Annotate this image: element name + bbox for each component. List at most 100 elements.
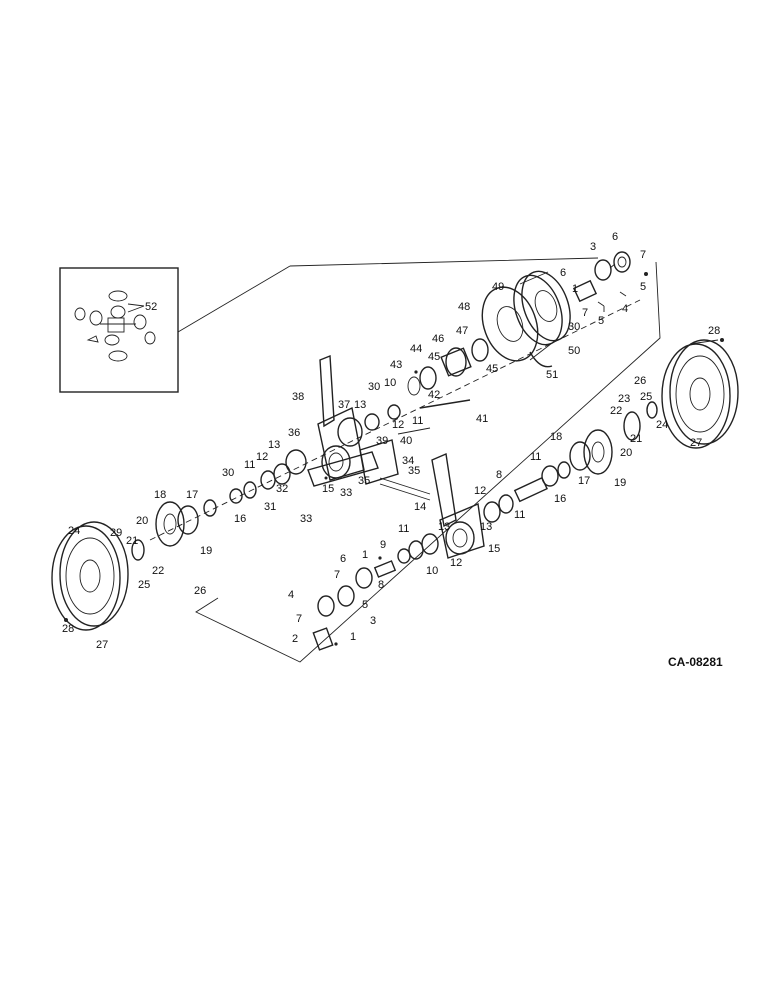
callout-label: 35 <box>358 475 370 487</box>
drive-pulley <box>481 270 571 368</box>
inset-cross-joint <box>74 290 156 362</box>
callout-label: 31 <box>264 501 276 513</box>
right-wheel <box>661 338 739 449</box>
callout-label: 32 <box>276 483 288 495</box>
callout-label: 49 <box>492 281 504 293</box>
right-support-arm <box>431 452 485 559</box>
callout-label: 43 <box>390 359 402 371</box>
callout-label: 16 <box>554 493 566 505</box>
callout-label: 7 <box>582 307 588 319</box>
callout-label: 16 <box>234 513 246 525</box>
center-bracket <box>359 439 431 501</box>
callout-label: 27 <box>690 437 702 449</box>
figure-code: CA-08281 <box>668 655 723 669</box>
callout-label: 47 <box>456 325 468 337</box>
callout-label: 46 <box>432 333 444 345</box>
callout-label: 18 <box>154 489 166 501</box>
callout-label: 27 <box>96 639 108 651</box>
inset-detail-box: 52 <box>59 267 179 393</box>
callout-label: 13 <box>268 439 280 451</box>
callout-label: 19 <box>200 545 212 557</box>
callout-label: 38 <box>292 391 304 403</box>
callout-label: 13 <box>480 521 492 533</box>
callout-label: 30 <box>368 381 380 393</box>
callout-label: 30 <box>568 321 580 333</box>
callout-label: 45 <box>428 351 440 363</box>
callout-label: 6 <box>612 231 618 243</box>
callout-label: 18 <box>550 431 562 443</box>
callout-label: 5 <box>362 599 368 611</box>
callout-label: 41 <box>476 413 488 425</box>
callout-label: 17 <box>186 489 198 501</box>
callout-label: 19 <box>614 477 626 489</box>
right-axle-bearings <box>373 461 571 578</box>
callout-label: 33 <box>300 513 312 525</box>
callout-label: 22 <box>610 405 622 417</box>
callout-label: 11 <box>412 415 423 427</box>
callout-label: 22 <box>152 565 164 577</box>
callout-label: 14 <box>414 501 426 513</box>
callout-label: 26 <box>634 375 646 387</box>
callout-label: 25 <box>138 579 150 591</box>
callout-label: 10 <box>426 565 438 577</box>
callout-label: 6 <box>560 267 566 279</box>
callout-label: 20 <box>620 447 632 459</box>
callout-label: 26 <box>194 585 206 597</box>
callout-label: 34 <box>402 455 414 467</box>
callout-labels: 1 6 3 7 6 5 4 7 5 30 49 48 50 51 47 46 4… <box>62 231 720 651</box>
left-hub <box>131 499 217 561</box>
callout-label: 39 <box>376 435 388 447</box>
callout-label: 1 <box>362 549 368 561</box>
callout-label: 11 <box>514 509 525 521</box>
callout-label: 36 <box>288 427 300 439</box>
callout-label: 44 <box>410 343 422 355</box>
callout-label: 12 <box>392 419 404 431</box>
cross-shaft <box>419 399 471 409</box>
callout-label: 5 <box>640 281 646 293</box>
callout-label: 51 <box>546 369 558 381</box>
callout-label: 11 <box>530 451 541 463</box>
callout-label: 12 <box>256 451 268 463</box>
callout-label: 21 <box>630 433 642 445</box>
callout-label: 12 <box>450 557 462 569</box>
callout-label: 25 <box>640 391 652 403</box>
callout-label: 11 <box>244 459 255 471</box>
callout-label: 30 <box>222 467 234 479</box>
callout-label: 28 <box>62 623 74 635</box>
callout-label: 9 <box>380 539 386 551</box>
callout-label: 11 <box>398 523 409 535</box>
callout-label: 40 <box>400 435 412 447</box>
callout-label: 7 <box>296 613 302 625</box>
callout-label: 28 <box>708 325 720 337</box>
callout-label: 17 <box>578 475 590 487</box>
callout-label: 24 <box>656 419 668 431</box>
callout-label: 8 <box>378 579 384 591</box>
callout-label: 12 <box>474 485 486 497</box>
callout-label: 3 <box>370 615 376 627</box>
callout-label: 3 <box>590 241 596 253</box>
inset-leader-top <box>177 265 291 333</box>
callout-label: 20 <box>136 515 148 527</box>
center-hub <box>407 338 489 396</box>
callout-label: 29 <box>110 527 122 539</box>
inset-callout: 52 <box>145 301 157 313</box>
callout-label: 6 <box>340 553 346 565</box>
callout-label: 2 <box>292 633 298 645</box>
callout-label: 4 <box>622 303 628 315</box>
callout-label: 7 <box>334 569 340 581</box>
callout-label: 7 <box>640 249 646 261</box>
callout-label: 45 <box>486 363 498 375</box>
callout-label: 48 <box>458 301 470 313</box>
left-wheel <box>51 521 129 631</box>
callout-label: 4 <box>288 589 294 601</box>
callout-label: 37 <box>338 399 350 411</box>
callout-label: 24 <box>68 525 80 537</box>
callout-label: 50 <box>568 345 580 357</box>
callout-label: 33 <box>340 487 352 499</box>
callout-label: 1 <box>350 631 356 643</box>
assembly-boundary <box>195 257 661 663</box>
lower-u-joint <box>312 556 382 651</box>
right-hub <box>569 401 658 475</box>
callout-label: 35 <box>408 465 420 477</box>
